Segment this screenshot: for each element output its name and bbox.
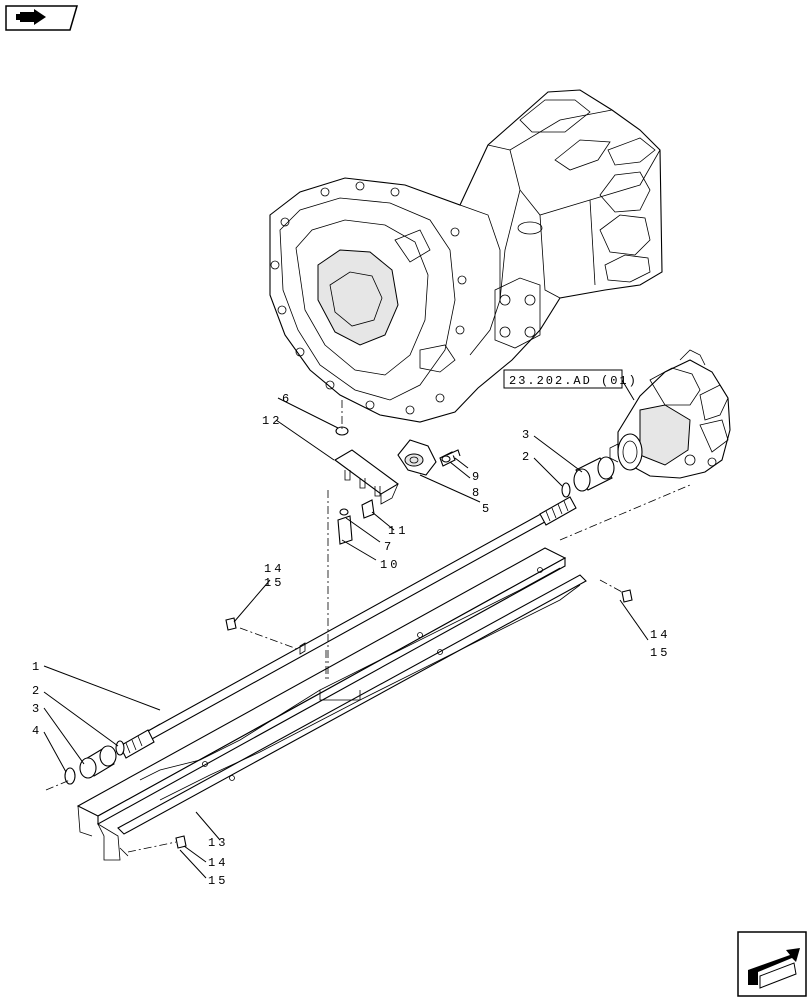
screw-14a bbox=[225, 617, 237, 631]
callout-14-bottom: 14 bbox=[208, 856, 228, 870]
screw-10 bbox=[337, 515, 353, 545]
shaft-guard bbox=[76, 547, 587, 861]
drive-shaft bbox=[119, 496, 577, 759]
snap-ring-bottom bbox=[115, 740, 125, 756]
callout-12: 12 bbox=[262, 414, 282, 428]
callout-2-bottom: 2 bbox=[32, 684, 42, 698]
bolt-9 bbox=[441, 449, 461, 463]
callout-13: 13 bbox=[208, 836, 228, 850]
callout-5: 5 bbox=[482, 502, 492, 516]
callout-14-right: 14 bbox=[650, 628, 670, 642]
bushing-bottom bbox=[79, 745, 117, 779]
callout-14-left: 14 bbox=[264, 562, 284, 576]
callout-15-bottom: 15 bbox=[208, 874, 228, 888]
shaft-support bbox=[397, 439, 437, 476]
callout-1: 1 bbox=[32, 660, 42, 674]
callout-15-left: 15 bbox=[264, 576, 284, 590]
snap-ring-top bbox=[561, 482, 571, 498]
callout-3-top: 3 bbox=[522, 428, 532, 442]
callout-10: 10 bbox=[380, 558, 400, 572]
reference-label: 23.202.AD (01) bbox=[509, 374, 638, 388]
callout-15-right: 15 bbox=[650, 646, 670, 660]
bushing-top bbox=[573, 456, 615, 492]
screw-11 bbox=[361, 499, 375, 519]
callout-11: 11 bbox=[388, 524, 408, 538]
callout-4: 4 bbox=[32, 724, 42, 738]
callout-7: 7 bbox=[384, 540, 394, 554]
mounting-bracket bbox=[334, 449, 399, 505]
callout-8: 8 bbox=[472, 486, 482, 500]
callout-9: 9 bbox=[472, 470, 482, 484]
retaining-ring bbox=[64, 767, 76, 785]
next-page-arrow-icon[interactable] bbox=[737, 931, 807, 997]
screw-14b bbox=[621, 589, 633, 603]
hydraulic-pump bbox=[609, 349, 731, 479]
reference-box[interactable]: 23.202.AD (01) bbox=[503, 369, 638, 401]
callout-2-top: 2 bbox=[522, 450, 532, 464]
washer-7 bbox=[339, 508, 349, 516]
screw-14c bbox=[175, 835, 187, 849]
callout-3-bottom: 3 bbox=[32, 702, 42, 716]
callout-6: 6 bbox=[282, 392, 292, 406]
transmission-housing bbox=[269, 89, 663, 423]
book-arrow-icon[interactable] bbox=[5, 5, 78, 31]
